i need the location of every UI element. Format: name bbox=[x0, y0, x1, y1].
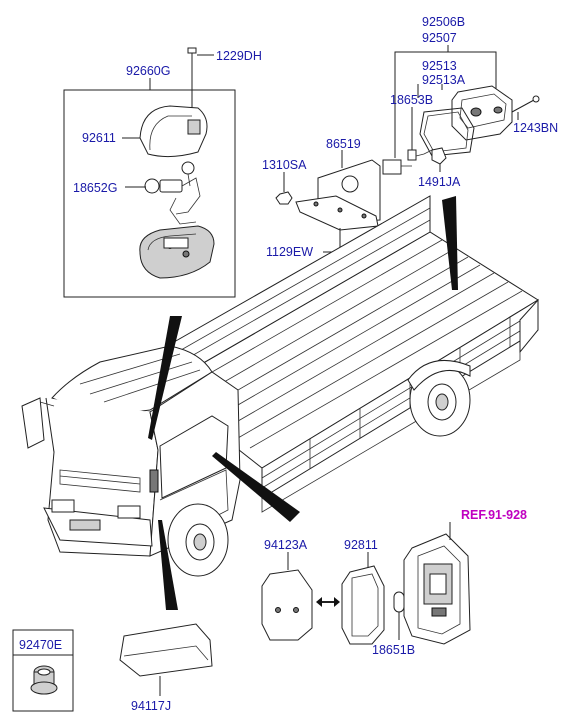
rear-wheel-icon bbox=[407, 359, 471, 437]
lamp-gasket-icon bbox=[419, 107, 475, 157]
callout-side-marker bbox=[212, 452, 300, 522]
label-92470E: 92470E bbox=[19, 638, 62, 652]
screw-1243BN-icon bbox=[511, 95, 540, 120]
wire-connector-icon bbox=[382, 159, 412, 175]
label-18651B: 18651B bbox=[372, 643, 415, 657]
roof-lamp-lens-icon bbox=[122, 105, 208, 158]
plate-94117J-icon bbox=[119, 623, 213, 696]
label-92507: 92507 bbox=[422, 31, 457, 45]
side-marker-group bbox=[261, 522, 471, 645]
label-94123A: 94123A bbox=[264, 538, 308, 552]
label-18653B: 18653B bbox=[390, 93, 433, 107]
license-lamp-housing-icon bbox=[451, 85, 513, 141]
callout-roof-lamp bbox=[148, 316, 182, 440]
callout-front-marker bbox=[158, 520, 178, 610]
label-1491JA: 1491JA bbox=[418, 175, 461, 189]
label-1229DH: 1229DH bbox=[216, 49, 262, 63]
label-94117J: 94117J bbox=[131, 699, 171, 713]
truck-cab bbox=[21, 345, 241, 557]
label-92611: 92611 bbox=[82, 131, 116, 145]
roof-lamp-base-icon bbox=[139, 225, 215, 279]
label-92513: 92513 bbox=[422, 59, 457, 73]
lamp-bracket-icon bbox=[295, 150, 381, 231]
marker-bulb-icon bbox=[393, 591, 405, 640]
part-box-92470E bbox=[12, 629, 74, 712]
marker-housing-lens-icon bbox=[341, 552, 385, 645]
label-18652G: 18652G bbox=[73, 181, 117, 195]
label-92506B: 92506B bbox=[422, 15, 465, 29]
nut-1310SA-icon bbox=[275, 172, 293, 205]
callout-license-lamp bbox=[442, 196, 458, 290]
grommet-icon bbox=[30, 665, 58, 695]
screw-1229DH-icon bbox=[187, 47, 214, 110]
label-92811: 92811 bbox=[344, 538, 378, 552]
label-1129EW: 1129EW bbox=[266, 245, 313, 259]
front-wheel-icon bbox=[167, 503, 229, 577]
label-92660G: 92660G bbox=[126, 64, 170, 78]
truck-illustration bbox=[21, 195, 539, 610]
label-92513A: 92513A bbox=[422, 73, 466, 87]
bulb-socket-icon bbox=[125, 161, 201, 225]
swap-arrow-icon bbox=[316, 597, 340, 607]
license-lamp-group bbox=[275, 45, 540, 257]
label-1243BN: 1243BN bbox=[513, 121, 558, 135]
roof-lamp-group bbox=[63, 47, 236, 298]
label-ref-91-928: REF.91-928 bbox=[461, 508, 527, 522]
label-1310SA: 1310SA bbox=[262, 158, 307, 172]
license-lamp-socket-icon bbox=[407, 107, 433, 161]
connector-clip-icon bbox=[431, 147, 447, 172]
side-mirror-icon bbox=[21, 397, 55, 449]
marker-housing-icon bbox=[403, 522, 471, 645]
marker-lens-icon bbox=[261, 552, 313, 641]
label-86519: 86519 bbox=[326, 137, 361, 151]
